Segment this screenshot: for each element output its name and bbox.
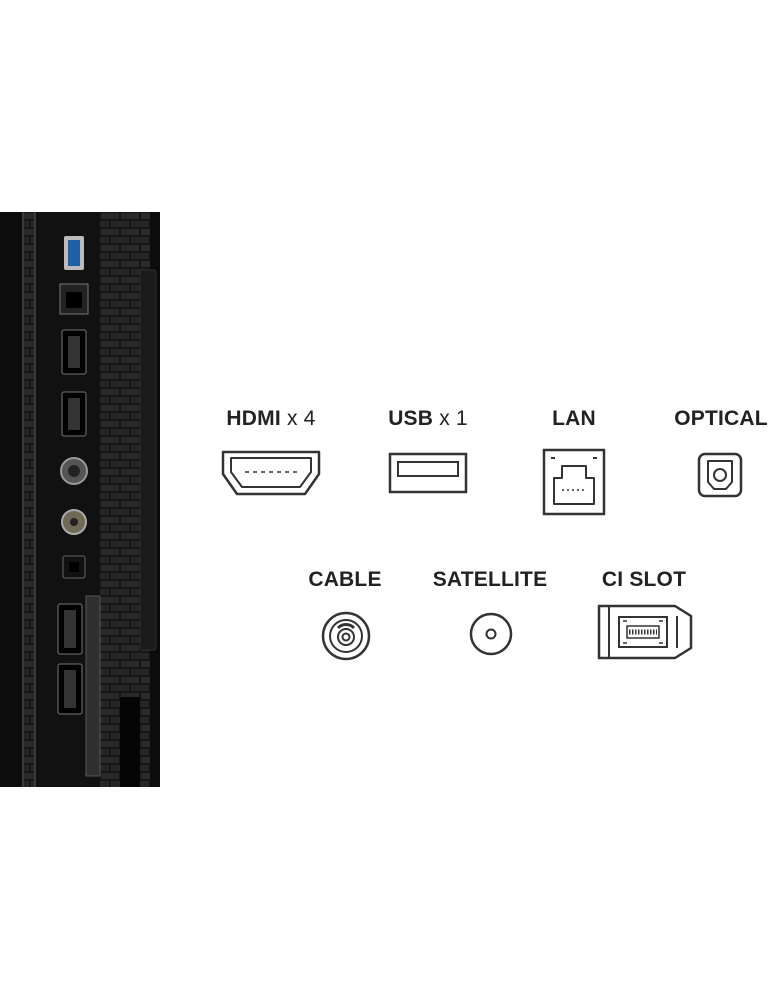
cable-label: CABLE: [308, 568, 382, 591]
usb-icon: [388, 452, 468, 494]
coax-cable-icon: [321, 611, 371, 661]
tv-rear-panel: [0, 212, 160, 787]
usb-label: USB x 1: [388, 407, 468, 430]
ci-slot-icon: [597, 604, 693, 660]
lan-icon: [542, 448, 606, 516]
optical-label: OPTICAL: [674, 407, 768, 430]
tv-rear-panel-image: [0, 212, 160, 787]
satellite-connector-icon: [469, 612, 513, 656]
satellite-label: SATELLITE: [432, 568, 548, 591]
ci-slot-label: CI SLOT: [601, 568, 687, 591]
hdmi-icon: [221, 450, 321, 496]
optical-icon: [697, 452, 743, 498]
lan-label: LAN: [552, 407, 596, 430]
hdmi-label: HDMI x 4: [226, 407, 316, 430]
